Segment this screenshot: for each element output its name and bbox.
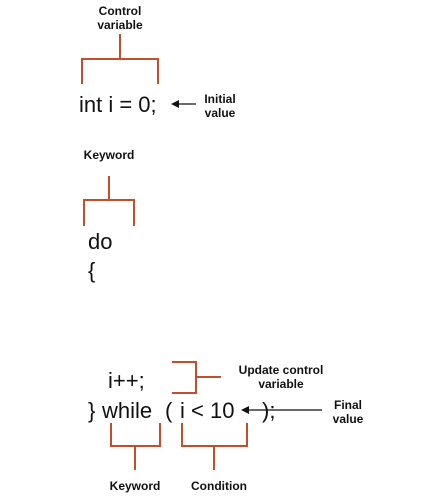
do-keyword: do xyxy=(88,229,113,254)
final-value-line1: Final xyxy=(333,398,362,412)
keyword-bottom-bracket xyxy=(110,423,161,470)
initial-value-line1: Initial xyxy=(204,92,236,106)
initial-value-arrow xyxy=(171,100,196,108)
condition-label: Condition xyxy=(191,479,247,493)
keyword-top-bracket xyxy=(83,176,135,226)
update-label-line2: variable xyxy=(258,377,304,391)
open-brace: { xyxy=(88,258,96,283)
update-control-variable-label: Update control variable xyxy=(226,363,336,391)
control-variable-label: Control variable xyxy=(90,4,150,32)
while-open-paren: ( xyxy=(165,398,173,423)
init-statement: int i = 0; xyxy=(79,92,157,117)
while-close: ); xyxy=(262,398,276,423)
update-label-line1: Update control xyxy=(238,363,324,377)
final-value-label: Final value xyxy=(326,398,370,426)
while-condition: i < 10 xyxy=(180,398,235,423)
keyword-top-label: Keyword xyxy=(83,148,135,162)
control-variable-line2: variable xyxy=(97,18,143,32)
final-value-arrow xyxy=(241,406,322,414)
while-keyword: while xyxy=(102,398,153,423)
condition-bracket xyxy=(181,423,248,470)
initial-value-line2: value xyxy=(204,106,236,120)
final-value-line2: value xyxy=(332,412,364,426)
keyword-bottom-label: Keyword xyxy=(109,479,161,493)
update-bracket xyxy=(172,361,221,394)
initial-value-label: Initial value xyxy=(196,92,244,120)
control-variable-line1: Control xyxy=(98,4,142,18)
while-close-brace: } xyxy=(88,398,96,423)
increment-statement: i++; xyxy=(108,368,145,393)
control-variable-bracket xyxy=(81,34,159,84)
